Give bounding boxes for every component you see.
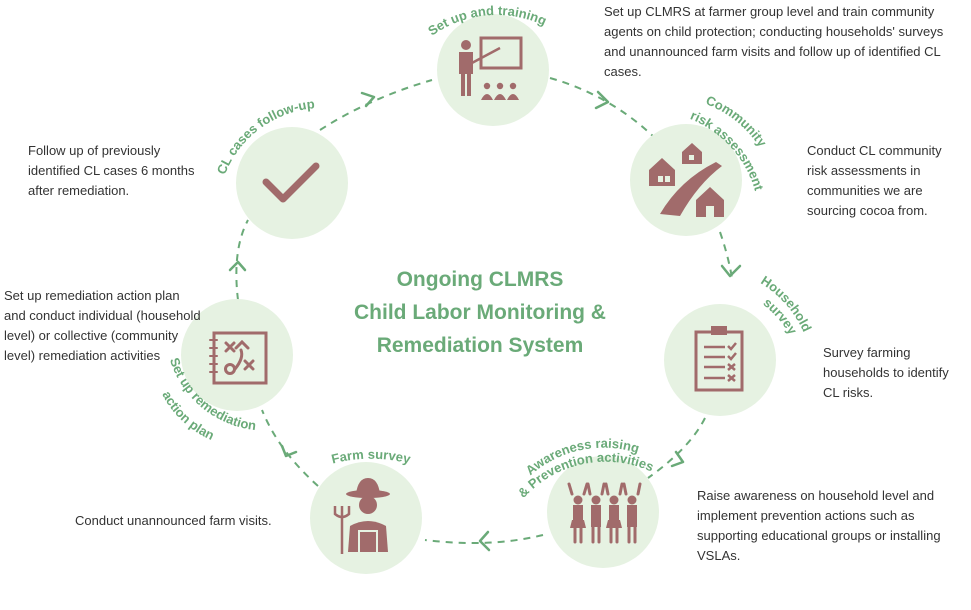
step-description-setup: Set up CLMRS at farmer group level and t…: [604, 4, 944, 79]
step-circles: [181, 14, 776, 574]
step-description-household: Survey farming households to identify CL…: [823, 345, 949, 400]
connector-followup-to-setup: [319, 79, 433, 131]
checkmark-icon: [262, 162, 320, 203]
step-description-awareness: Raise awareness on household level and i…: [697, 488, 941, 563]
chevron-right-icon: [594, 90, 610, 110]
step-description-farm: Conduct unannounced farm visits.: [75, 513, 272, 528]
clipboard-checklist-icon: [694, 326, 744, 392]
title-line-1: Ongoing CLMRS: [396, 268, 564, 291]
title-line-3: Remediation System: [376, 334, 584, 357]
chevron-up-icon: [280, 444, 298, 458]
step-label-farm: Farm survey: [330, 447, 413, 467]
connector-awareness-to-farm: [424, 534, 544, 545]
step-circle-household: [664, 304, 776, 416]
strategy-plan-icon: [209, 331, 268, 385]
connector-household-to-awareness: [647, 417, 706, 479]
people-raising-hands-icon: [567, 482, 642, 544]
diagram-title: Ongoing CLMRS Child Labor Monitoring & R…: [330, 263, 630, 362]
step-circle-setup: [437, 14, 549, 126]
step-circle-followup: [236, 127, 348, 239]
step-circle-farm: [310, 462, 422, 574]
step-description-plan: Set up remediation action plan and condu…: [4, 288, 201, 363]
chevron-right-icon: [360, 91, 376, 108]
chevron-left-icon: [478, 530, 491, 552]
chevron-up-icon: [228, 260, 247, 272]
step-description-followup: Follow up of previously identified CL ca…: [28, 143, 195, 198]
cycle-arrowheads: [228, 90, 742, 552]
chevron-down-icon: [720, 264, 742, 278]
connector-plan-to-followup: [235, 219, 249, 301]
chevron-down-icon: [670, 450, 685, 468]
farmer-pitchfork-icon: [333, 478, 390, 554]
houses-road-icon: [649, 143, 724, 217]
step-description-risk: Conduct CL community risk assessments in…: [807, 143, 942, 218]
connector-farm-to-plan: [261, 409, 319, 487]
connector-setup-to-risk: [549, 77, 656, 139]
presentation-trainer-icon: [459, 36, 523, 100]
title-line-2: Child Labor Monitoring &: [354, 301, 606, 324]
